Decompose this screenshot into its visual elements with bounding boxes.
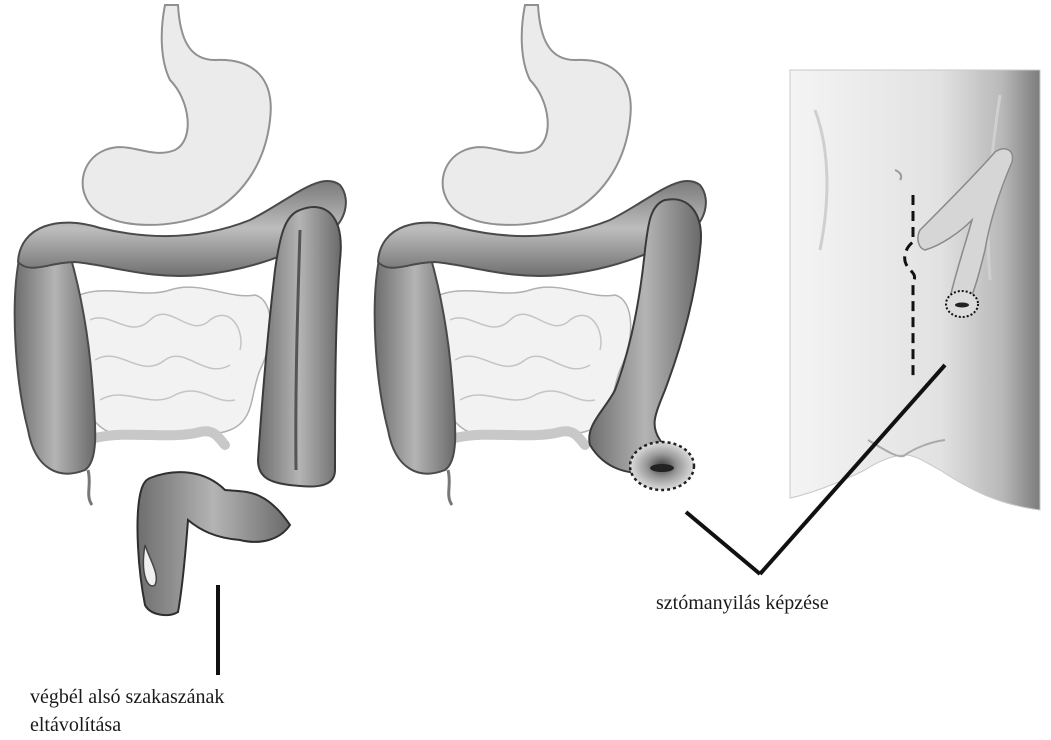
- caption-rectum-removal-line1: végbél alsó szakaszának: [30, 683, 224, 711]
- small-intestine: [67, 287, 270, 436]
- middle-illustration: [375, 5, 706, 505]
- caption-rectum-removal: végbél alsó szakaszának eltávolítása: [30, 683, 224, 739]
- ascending-colon: [375, 255, 456, 474]
- removed-rectum-segment: [138, 472, 290, 615]
- ascending-colon: [15, 255, 96, 474]
- caption-rectum-removal-line2: eltávolítása: [30, 711, 224, 739]
- pointer-line-middle: [686, 512, 760, 574]
- caption-stoma-formation: sztómanyilás képzése: [656, 589, 829, 617]
- left-illustration: [15, 5, 346, 675]
- stomach: [83, 5, 271, 225]
- stomach: [443, 5, 631, 225]
- right-illustration: [760, 70, 1040, 574]
- torso: [790, 70, 1040, 510]
